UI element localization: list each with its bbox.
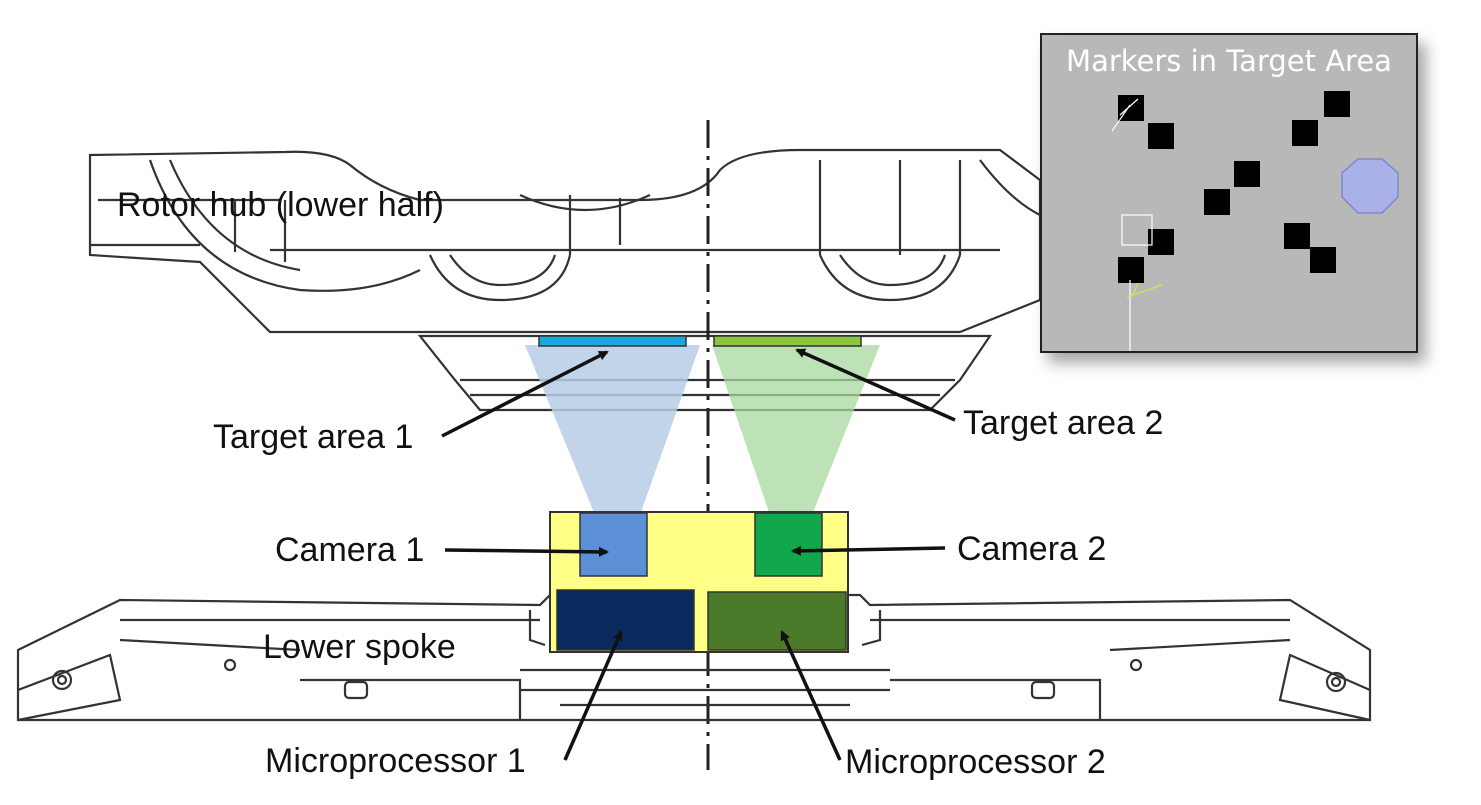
target-area-1-bar [538, 335, 687, 347]
rotor-hub-label: Rotor hub (lower half) [117, 186, 444, 224]
marker-pair-4 [1118, 229, 1174, 283]
arrow-camera-1 [444, 546, 609, 557]
target-area-2-label: Target area 2 [963, 404, 1164, 442]
arrow-target-area-2 [795, 348, 956, 422]
marker-pair-2 [1292, 91, 1350, 146]
marker-pair-5 [1284, 223, 1336, 273]
marker-pair-3 [1204, 161, 1260, 215]
camera-2-beam [712, 345, 880, 515]
microprocessor-1-label: Microprocessor 1 [265, 742, 526, 780]
microprocessor-1-box [556, 589, 695, 651]
camera-2-label: Camera 2 [957, 530, 1107, 568]
lower-spoke-label: Lower spoke [263, 628, 456, 666]
camera-1-label: Camera 1 [275, 531, 425, 569]
camera-1-beam [525, 345, 700, 515]
microprocessor-2-box [707, 591, 847, 651]
camera-2-box [754, 512, 823, 577]
camera-1-box [579, 512, 648, 577]
arrow-camera-2 [791, 545, 946, 556]
sphere-marker [1341, 158, 1399, 214]
target-area-1-label: Target area 1 [213, 418, 414, 456]
inset-title: Markers in Target Area [1066, 44, 1392, 78]
arrow-microprocessor-2 [780, 630, 842, 761]
microprocessor-2-label: Microprocessor 2 [845, 743, 1106, 781]
markers-inset-panel: Markers in Target Area [1040, 33, 1418, 353]
arrow-microprocessor-1 [563, 630, 623, 761]
lower-spoke-drawing [16, 593, 1372, 722]
target-area-2-bar [713, 335, 862, 347]
arrow-target-area-1 [441, 350, 609, 438]
marker-pair-1 [1118, 95, 1174, 149]
markers-inset-canvas [1111, 91, 1399, 351]
